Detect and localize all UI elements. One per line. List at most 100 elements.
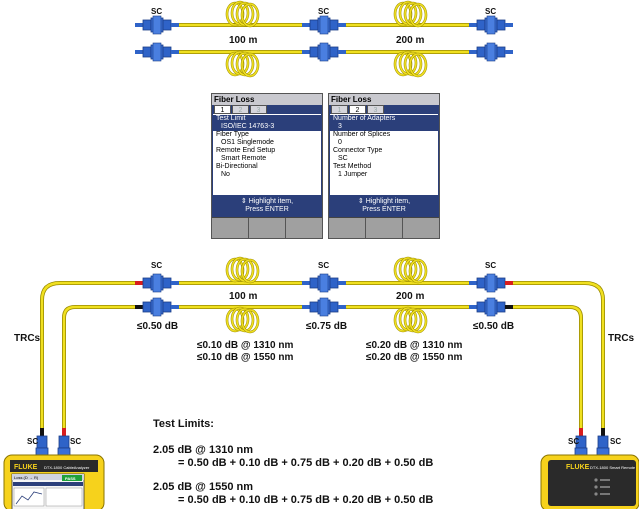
main-tester-model: DTX-1800 CableAnalyzer <box>44 465 90 470</box>
setting-value-bi-directional[interactable]: No <box>221 171 230 178</box>
bottom-connector-lower-2-boot-right <box>338 305 346 309</box>
setting-label-remote-end-setup[interactable]: Remote End Setup <box>216 147 276 154</box>
remote-tester-led-3 <box>594 492 598 496</box>
setting-value-test-method[interactable]: 1 Jumper <box>338 171 368 178</box>
status-prompt: ⇕ Highlight item, Press ENTER <box>329 195 439 217</box>
setting-value-number-of-adapters[interactable]: 3 <box>330 123 438 131</box>
bottom-connector-lower-2-plug-right <box>329 301 339 313</box>
tester-right-port-2-plug <box>597 435 609 449</box>
bottom-coil-100m-lower-loop <box>241 309 259 333</box>
softkey-bar <box>329 217 439 238</box>
connector-loss-2: ≤0.75 dB <box>306 321 348 332</box>
test-limit-1550-sum: = 0.50 dB + 0.10 dB + 0.75 dB + 0.20 dB … <box>178 494 434 506</box>
top-connector-upper-2-plug-left <box>309 19 319 31</box>
tab-3[interactable]: 3 <box>367 105 384 114</box>
trc-right-inner <box>511 305 583 432</box>
tester-right-port-2 <box>596 428 610 457</box>
tab-1[interactable]: 1 <box>214 105 231 114</box>
top-connector-lower-3-boot-right <box>505 50 513 54</box>
softkey-3[interactable] <box>286 218 322 238</box>
status-line-1: ⇕ Highlight item, <box>212 198 322 206</box>
bottom-span-100m: 100 m <box>229 291 258 302</box>
bottom-connector-lower-3-boot-left <box>469 305 477 309</box>
bottom-connector-lower-3-boot-right <box>505 305 513 309</box>
top-connector-lower-2-plug-left <box>309 46 319 58</box>
bottom-connector-lower-3 <box>469 297 513 317</box>
tester-connector-label-1: SC <box>27 437 39 446</box>
remote-tester-led-label-2 <box>600 486 610 488</box>
bottom-connector-label-3: SC <box>485 261 497 270</box>
top-connector-lower-1-plug-right <box>162 46 172 58</box>
top-span-100m: 100 m <box>229 35 258 46</box>
tester-left-port-2 <box>57 428 71 457</box>
top-connector-lower-1-boot-right <box>171 50 179 54</box>
top-connector-upper-2-boot-right <box>338 23 346 27</box>
bottom-connector-upper-1-adapter-flange <box>152 273 162 293</box>
top-coil-200m-lower <box>393 50 428 78</box>
top-connector-lower-2-boot-left <box>302 50 310 54</box>
setting-value-remote-end-setup[interactable]: Smart Remote <box>221 155 267 162</box>
softkey-2[interactable] <box>366 218 403 238</box>
setting-label-number-of-adapters[interactable]: Number of Adapters <box>330 115 438 123</box>
main-tester-pass-text: PASS <box>65 476 76 481</box>
top-connector-lower-3-boot-left <box>469 50 477 54</box>
remote-tester-led-2 <box>594 485 598 489</box>
top-connector-lower-1-plug-left <box>142 46 152 58</box>
bottom-connector-upper-2-boot-right <box>338 281 346 285</box>
top-connector-upper-3 <box>469 15 513 35</box>
top-connector-upper-3-adapter-flange <box>486 15 496 35</box>
top-coil-200m-upper-loop <box>409 3 427 27</box>
bottom-connector-upper-3-plug-left <box>476 277 486 289</box>
bottom-connector-upper-1-plug-right <box>162 277 172 289</box>
tab-2[interactable]: 2 <box>232 105 249 114</box>
status-text-1: Highlight item, <box>248 198 294 205</box>
top-connector-lower-1-boot-left <box>135 50 143 54</box>
top-coil-100m-upper <box>225 0 260 28</box>
top-connector-upper-3-boot-left <box>469 23 477 27</box>
fiber-loss-200m-1550: ≤0.20 dB @ 1550 nm <box>366 352 463 363</box>
bottom-coil-200m-lower <box>393 306 428 334</box>
status-line-1: ⇕ Highlight item, <box>329 198 439 206</box>
screen-tabs: 1 2 3 <box>212 105 322 114</box>
setting-value-number-of-splices[interactable]: 0 <box>338 139 342 146</box>
main-tester-brand-strip <box>10 460 98 472</box>
setting-value-connector-type[interactable]: SC <box>338 155 348 162</box>
setting-label-bi-directional[interactable]: Bi-Directional <box>216 163 258 170</box>
bottom-connector-lower-1-adapter-flange <box>152 297 162 317</box>
remote-tester-model: DTX-1800 Smart Remote <box>590 465 636 470</box>
fiber-loss-200m-1310: ≤0.20 dB @ 1310 nm <box>366 340 463 351</box>
setting-label-test-limit[interactable]: Test Limit <box>213 115 321 123</box>
bottom-coil-100m-upper <box>225 256 260 284</box>
bottom-connector-lower-3-plug-left <box>476 301 486 313</box>
tester-left-port-1-boot <box>40 428 44 436</box>
setting-label-fiber-type[interactable]: Fiber Type <box>216 131 249 138</box>
softkey-3[interactable] <box>403 218 439 238</box>
tab-3[interactable]: 3 <box>250 105 267 114</box>
setting-label-number-of-splices[interactable]: Number of Splices <box>333 131 391 138</box>
softkey-1[interactable] <box>212 218 249 238</box>
softkey-2[interactable] <box>249 218 286 238</box>
bottom-connector-lower-2 <box>302 297 346 317</box>
softkey-1[interactable] <box>329 218 366 238</box>
tab-1[interactable]: 1 <box>331 105 348 114</box>
bottom-connector-lower-2-boot-left <box>302 305 310 309</box>
connector-loss-1: ≤0.50 dB <box>137 321 179 332</box>
tester-left-port-2-plug <box>58 435 70 449</box>
updown-arrow-icon: ⇕ <box>240 198 247 205</box>
top-connector-lower-3 <box>469 42 513 62</box>
top-connector-upper-2-adapter-flange <box>319 15 329 35</box>
bottom-connector-upper-1-boot-right <box>171 281 179 285</box>
setting-value-fiber-type[interactable]: OS1 Singlemode <box>221 139 274 146</box>
setting-value-test-limit[interactable]: ISO/IEC 14763-3 <box>213 123 321 131</box>
remote-tester-faceplate <box>548 460 636 506</box>
bottom-connector-lower-2-adapter-flange <box>319 297 329 317</box>
tester-connector-label-4: SC <box>610 437 622 446</box>
status-prompt: ⇕ Highlight item, Press ENTER <box>212 195 322 217</box>
setting-label-test-method[interactable]: Test Method <box>333 163 372 170</box>
fiber-loss-screen-1: Fiber Loss 1 2 3 Test Limit ISO/IEC 1476… <box>211 93 323 239</box>
remote-tester-led-label-3 <box>600 493 610 495</box>
setting-label-connector-type[interactable]: Connector Type <box>333 147 383 154</box>
tab-2[interactable]: 2 <box>349 105 366 114</box>
